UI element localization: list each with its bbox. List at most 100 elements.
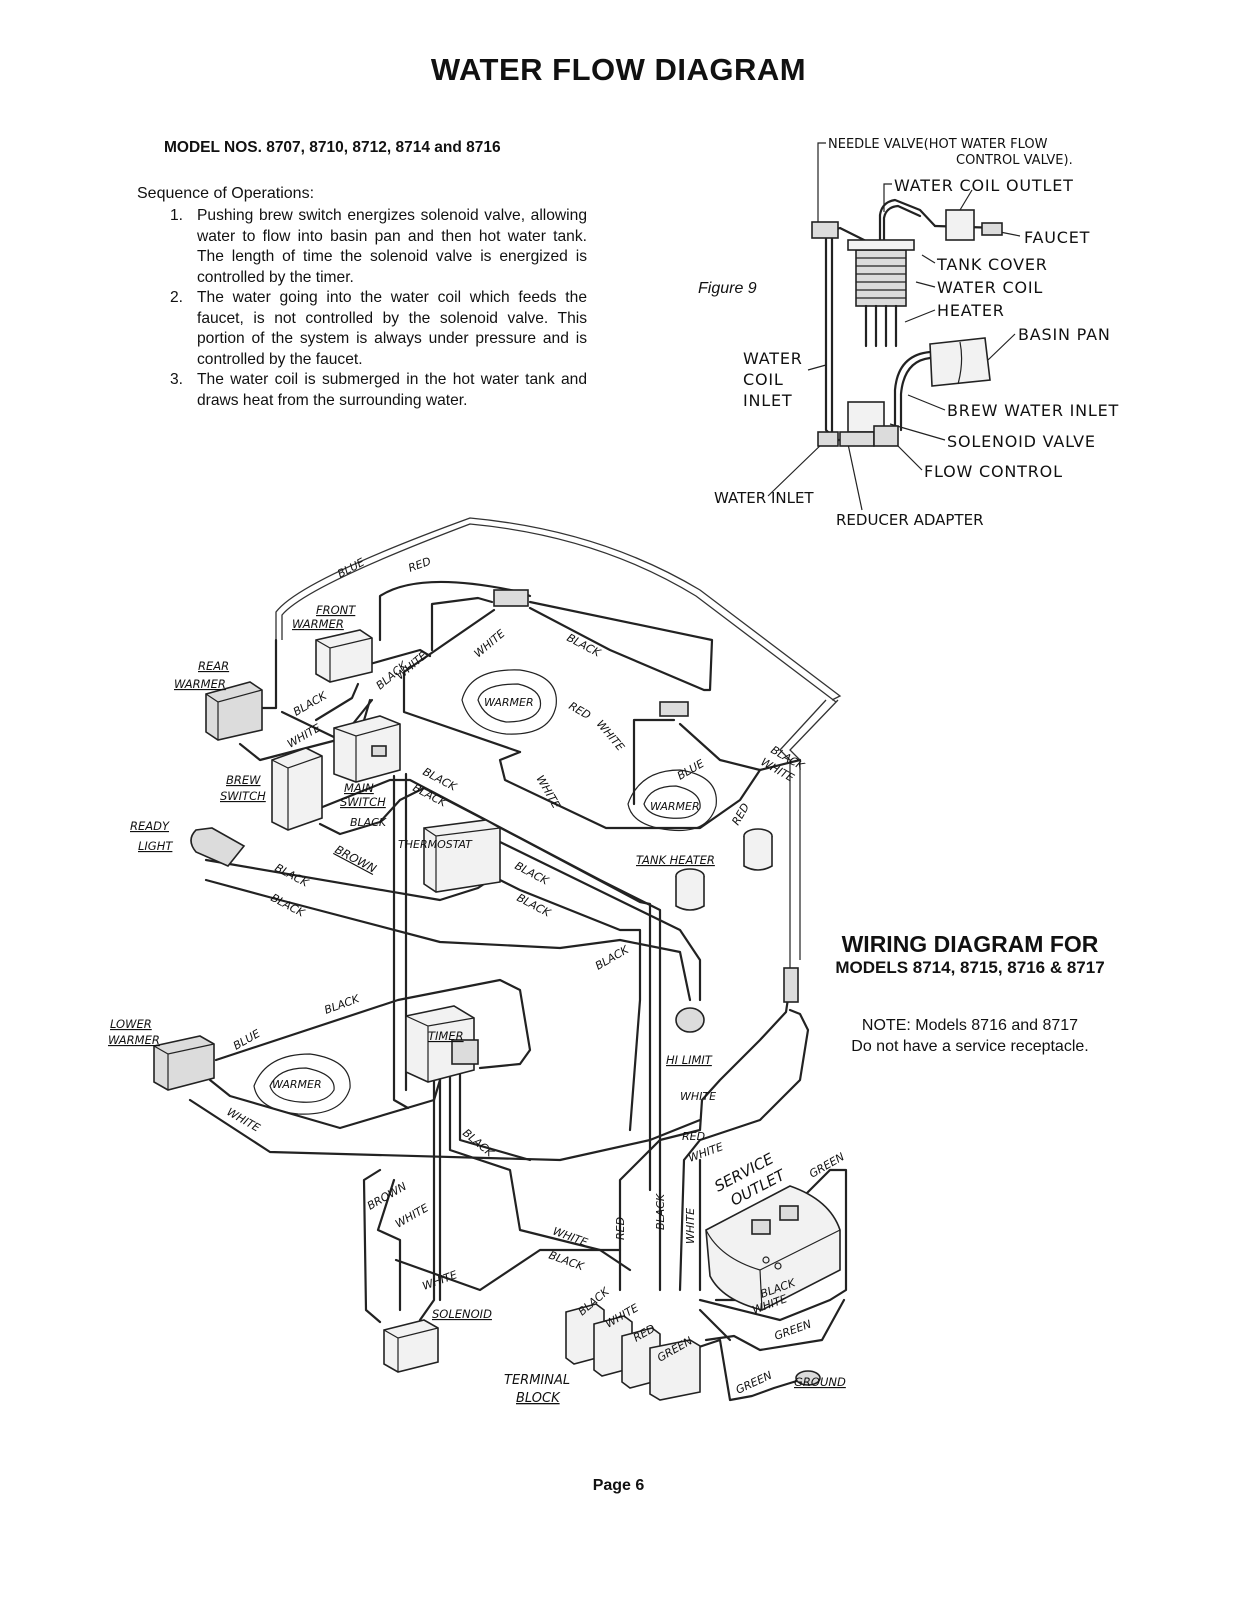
wiring-note: NOTE: Models 8716 and 8717 Do not have a… — [800, 1015, 1140, 1057]
model-numbers: MODEL NOS. 8707, 8710, 8712, 8714 and 87… — [164, 139, 501, 156]
figure-label: Figure 9 — [698, 280, 757, 297]
wire-label: WHITE — [551, 1225, 589, 1250]
callout-water-coil-inlet: WATER — [743, 349, 803, 368]
wire-label: GREEN — [773, 1318, 813, 1343]
step-text: The water coil is submerged in the hot w… — [197, 371, 587, 409]
front-warmer-icon — [315, 629, 373, 683]
tank-heater-label: TANK HEATER — [636, 853, 715, 867]
wire-label: BLACK — [654, 1193, 667, 1230]
step-item: 3.The water coil is submerged in the hot… — [165, 370, 587, 411]
rear-warmer-label: REAR — [198, 659, 229, 673]
timer-label: TIMER — [428, 1029, 464, 1043]
warmer-lower-icon — [253, 1053, 351, 1115]
wire-label: BLACK — [269, 891, 308, 920]
callout-needle-valve: NEEDLE VALVE(HOT WATER FLOW — [828, 137, 1048, 152]
wire-label: WHITE — [594, 718, 627, 754]
brew-switch-icon — [271, 747, 323, 831]
wire-label: WHITE — [393, 1201, 431, 1230]
callout-needle-valve-2: CONTROL VALVE). — [956, 153, 1073, 168]
wire-label: WHITE — [472, 627, 508, 660]
front-warmer-label: FRONT — [316, 603, 356, 617]
warmer-right-icon — [627, 769, 717, 832]
needle-valve-icon — [811, 221, 839, 239]
brew-switch-label: SWITCH — [220, 789, 266, 803]
wire-label: WHITE — [684, 1208, 697, 1244]
step-item: 2.The water going into the water coil wh… — [165, 288, 587, 370]
wire-label: RED — [407, 555, 433, 575]
lower-warmer-label: LOWER — [110, 1017, 152, 1031]
tank-cover-icon — [847, 239, 915, 251]
wiring-diagram-subtitle: MODELS 8714, 8715, 8716 & 8717 — [835, 958, 1105, 977]
terminal-block-label: TERMINAL — [504, 1373, 570, 1388]
warmer-label: WARMER — [484, 696, 534, 709]
warmer-label: WARMER — [272, 1078, 322, 1091]
wire-label: BLACK — [593, 943, 631, 973]
callout-faucet: FAUCET — [1024, 228, 1090, 247]
solenoid-label: SOLENOID — [432, 1307, 492, 1321]
wiring-diagram-title: WIRING DIAGRAM FOR — [841, 931, 1099, 957]
wiring-note-line: NOTE: Models 8716 and 8717 — [861, 1017, 1079, 1034]
wire-label: BROWN — [333, 842, 380, 876]
sequence-steps: 1. Pushing brew switch energizes solenoid… — [165, 206, 587, 411]
ready-light-icon — [190, 827, 246, 867]
wire-label: WHITE — [533, 773, 562, 811]
service-outlet-icon — [705, 1185, 841, 1311]
warmer-center-icon — [461, 669, 557, 735]
basin-pan-icon — [929, 337, 991, 387]
flow-control-icon — [873, 425, 899, 447]
wire-label: GREEN — [734, 1369, 774, 1397]
wire-label: WHITE — [687, 1140, 725, 1165]
callout-water-inlet: WATER INLET — [714, 489, 814, 507]
page-number: Page 6 — [592, 1477, 645, 1494]
wire-label: RED — [614, 1217, 627, 1240]
step-text: Pushing brew switch energizes solenoid v… — [197, 207, 587, 286]
callout-heater: HEATER — [937, 301, 1005, 320]
lower-warmer-label: WARMER — [108, 1033, 160, 1047]
connector-icon — [659, 701, 689, 717]
wire-label: RED — [682, 1130, 705, 1143]
solenoid-icon — [383, 1319, 439, 1373]
callout-solenoid-valve: SOLENOID VALVE — [947, 432, 1096, 451]
thermostat-icon — [423, 819, 501, 893]
warmer-label: WARMER — [650, 800, 700, 813]
wire-label: BLACK — [273, 861, 312, 890]
wire-label: BROWN — [365, 1180, 409, 1213]
main-switch-label: SWITCH — [340, 795, 386, 809]
wire-label: RED — [567, 699, 593, 722]
faucet-icon — [945, 209, 975, 241]
wire-label: BLUE — [675, 757, 706, 783]
wire-label: GREEN — [807, 1150, 847, 1180]
callout-water-coil: WATER COIL — [937, 278, 1043, 297]
callout-water-coil-inlet: INLET — [743, 391, 792, 410]
step-number: 2. — [170, 289, 184, 306]
callout-flow-control: FLOW CONTROL — [924, 462, 1063, 481]
callout-tank-cover: TANK COVER — [936, 255, 1048, 274]
callout-brew-water-inlet: BREW WATER INLET — [947, 401, 1119, 420]
water-coil-icon — [855, 249, 907, 307]
hi-limit-icon — [675, 1007, 705, 1033]
sequence-heading: Sequence of Operations: — [137, 185, 315, 202]
wire-label: BLUE — [335, 556, 366, 581]
ready-light-label: READY — [130, 819, 170, 833]
callout-basin-pan: BASIN PAN — [1018, 325, 1111, 344]
wire-label: WHITE — [225, 1105, 263, 1134]
thermostat-label: THERMOSTAT — [398, 838, 473, 851]
lower-warmer-icon — [153, 1035, 215, 1091]
step-item: 1. Pushing brew switch energizes solenoid… — [165, 206, 587, 288]
main-switch-icon — [333, 715, 401, 783]
step-number: 1. — [170, 207, 184, 224]
main-switch-label: MAIN — [344, 781, 374, 795]
ready-light-label: LIGHT — [138, 839, 173, 853]
front-warmer-label: WARMER — [292, 617, 344, 631]
ground-icon — [795, 1370, 821, 1386]
terminal-block-label: BLOCK — [516, 1391, 561, 1406]
wire-label: BLACK — [547, 1249, 586, 1274]
hi-limit-label: HI LIMIT — [666, 1053, 713, 1067]
wire-label: WHITE — [680, 1090, 716, 1103]
brew-switch-label: BREW — [226, 773, 261, 787]
water-inlet-icon — [817, 431, 839, 447]
callout-water-coil-outlet: WATER COIL OUTLET — [894, 176, 1074, 195]
wiring-note-line: Do not have a service receptacle. — [851, 1038, 1089, 1055]
